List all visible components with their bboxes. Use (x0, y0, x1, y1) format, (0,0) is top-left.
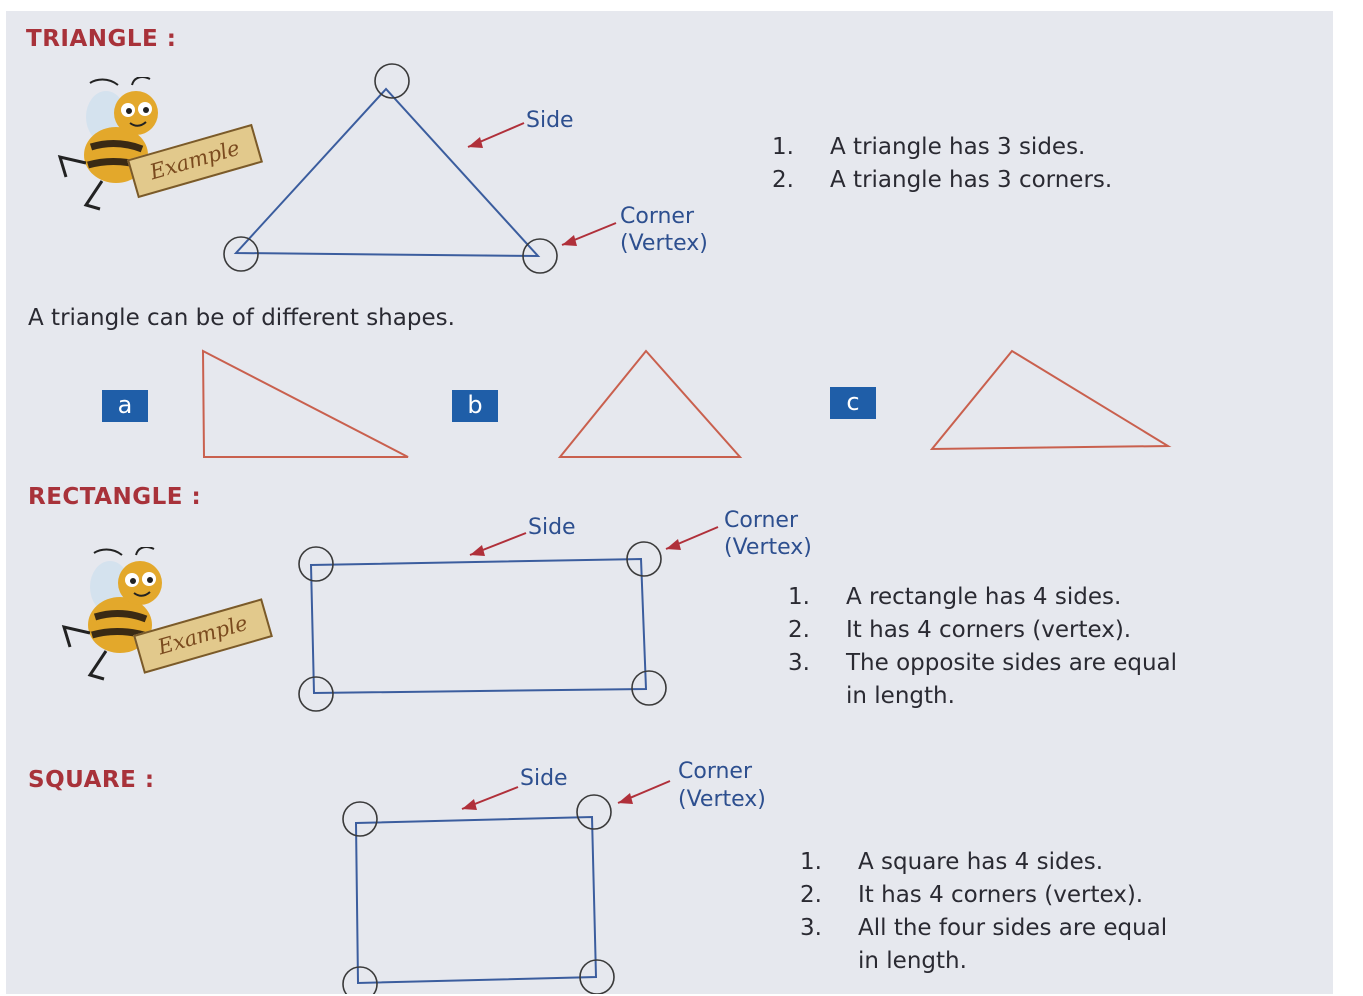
list-item: 2.A triangle has 3 corners. (772, 167, 1113, 193)
vertex-marker (631, 670, 667, 706)
list-item: 2.It has 4 corners (vertex). (788, 617, 1132, 643)
vertex-marker (579, 959, 615, 994)
scalene-triangle-outline (929, 349, 1172, 451)
list-item: 2.It has 4 corners (vertex). (800, 882, 1144, 908)
side-label: Side (528, 515, 576, 540)
list-item: in length. (846, 683, 955, 709)
rectangle-facts: 1.A rectangle has 4 sides. 2.It has 4 co… (788, 581, 1177, 713)
list-item: 1.A rectangle has 4 sides. (788, 584, 1122, 610)
corner-label: Corner (620, 204, 695, 229)
rectangle-outline (309, 557, 648, 695)
triangle-heading: TRIANGLE : (26, 26, 177, 52)
triangle-outline (233, 87, 541, 258)
vertex-marker (298, 546, 334, 582)
list-item: 3.The opposite sides are equal (788, 650, 1178, 676)
side-label: Side (520, 766, 568, 791)
shape-tag-a: a (102, 390, 148, 422)
vertex-label: (Vertex) (724, 535, 812, 560)
vertex-marker (626, 541, 662, 577)
list-item: 3.All the four sides are equal (800, 915, 1168, 941)
rectangle-diagram (298, 526, 719, 712)
textbook-page: TRIANGLE : Example Side Corner (Vertex) … (6, 11, 1333, 994)
vertex-marker (522, 238, 558, 274)
corner-label: Corner (678, 759, 753, 784)
triangle-diagram (223, 63, 617, 274)
square-diagram (342, 780, 671, 994)
vertex-marker (374, 63, 410, 99)
list-item: in length. (858, 948, 967, 974)
list-item: 1.A triangle has 3 sides. (772, 134, 1086, 160)
square-facts: 1.A square has 4 sides. 2.It has 4 corne… (800, 846, 1167, 978)
vertex-marker (223, 236, 259, 272)
equilateral-triangle-outline (557, 349, 743, 458)
triangle-facts: 1.A triangle has 3 sides. 2.A triangle h… (772, 131, 1112, 197)
vertex-label: (Vertex) (620, 231, 708, 256)
list-item: 1.A square has 4 sides. (800, 849, 1104, 875)
vertex-label: (Vertex) (678, 787, 766, 812)
corner-label: Corner (724, 508, 799, 533)
vertex-marker (576, 794, 612, 830)
vertex-marker (342, 801, 378, 837)
vertex-marker (298, 676, 334, 712)
shape-tag-b: b (452, 390, 498, 422)
rectangle-heading: RECTANGLE : (28, 484, 202, 510)
right-triangle-outline (201, 349, 409, 458)
side-label: Side (526, 108, 574, 133)
triangle-shapes-intro: A triangle can be of different shapes. (28, 305, 455, 331)
shape-tag-c: c (830, 387, 876, 419)
square-heading: SQUARE : (28, 767, 155, 793)
vertex-marker (342, 966, 378, 994)
square-outline (354, 815, 598, 985)
triangle-variants (201, 349, 1172, 458)
